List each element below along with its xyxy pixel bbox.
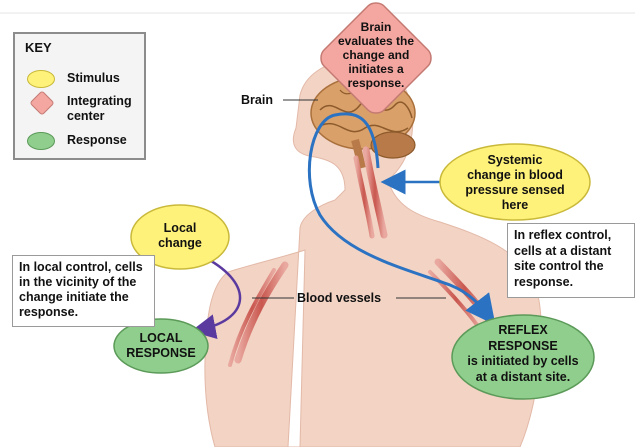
key-integrating-center-label: Integrating center: [67, 94, 132, 124]
reflex-control-note: In reflex control, cells at a distant si…: [507, 223, 635, 298]
local-control-note: In local control, cells in the vicinity …: [12, 255, 155, 327]
local-control-note-text: In local control, cells in the vicinity …: [19, 260, 148, 320]
systemic-change-text: Systemic change in blood pressure sensed…: [445, 153, 585, 213]
response-swatch: [27, 132, 55, 150]
blood-vessels-label: Blood vessels: [297, 291, 381, 305]
local-response-text: LOCAL RESPONSE: [116, 331, 206, 361]
stimulus-swatch: [27, 70, 55, 88]
key-stimulus-label: Stimulus: [67, 71, 120, 86]
local-change-text: Local change: [133, 221, 227, 251]
reflex-response-text: REFLEX RESPONSE is initiated by cells at…: [456, 323, 590, 385]
key-title: KEY: [25, 40, 52, 55]
key-legend: KEY Stimulus Integrating center Response: [13, 32, 146, 160]
brain-label: Brain: [241, 93, 273, 107]
key-response-label: Response: [67, 133, 127, 148]
reflex-control-note-text: In reflex control, cells at a distant si…: [514, 228, 628, 290]
integrating-center-swatch: [29, 90, 54, 115]
integrating-center-text: Brain evaluates the change and initiates…: [326, 20, 426, 90]
